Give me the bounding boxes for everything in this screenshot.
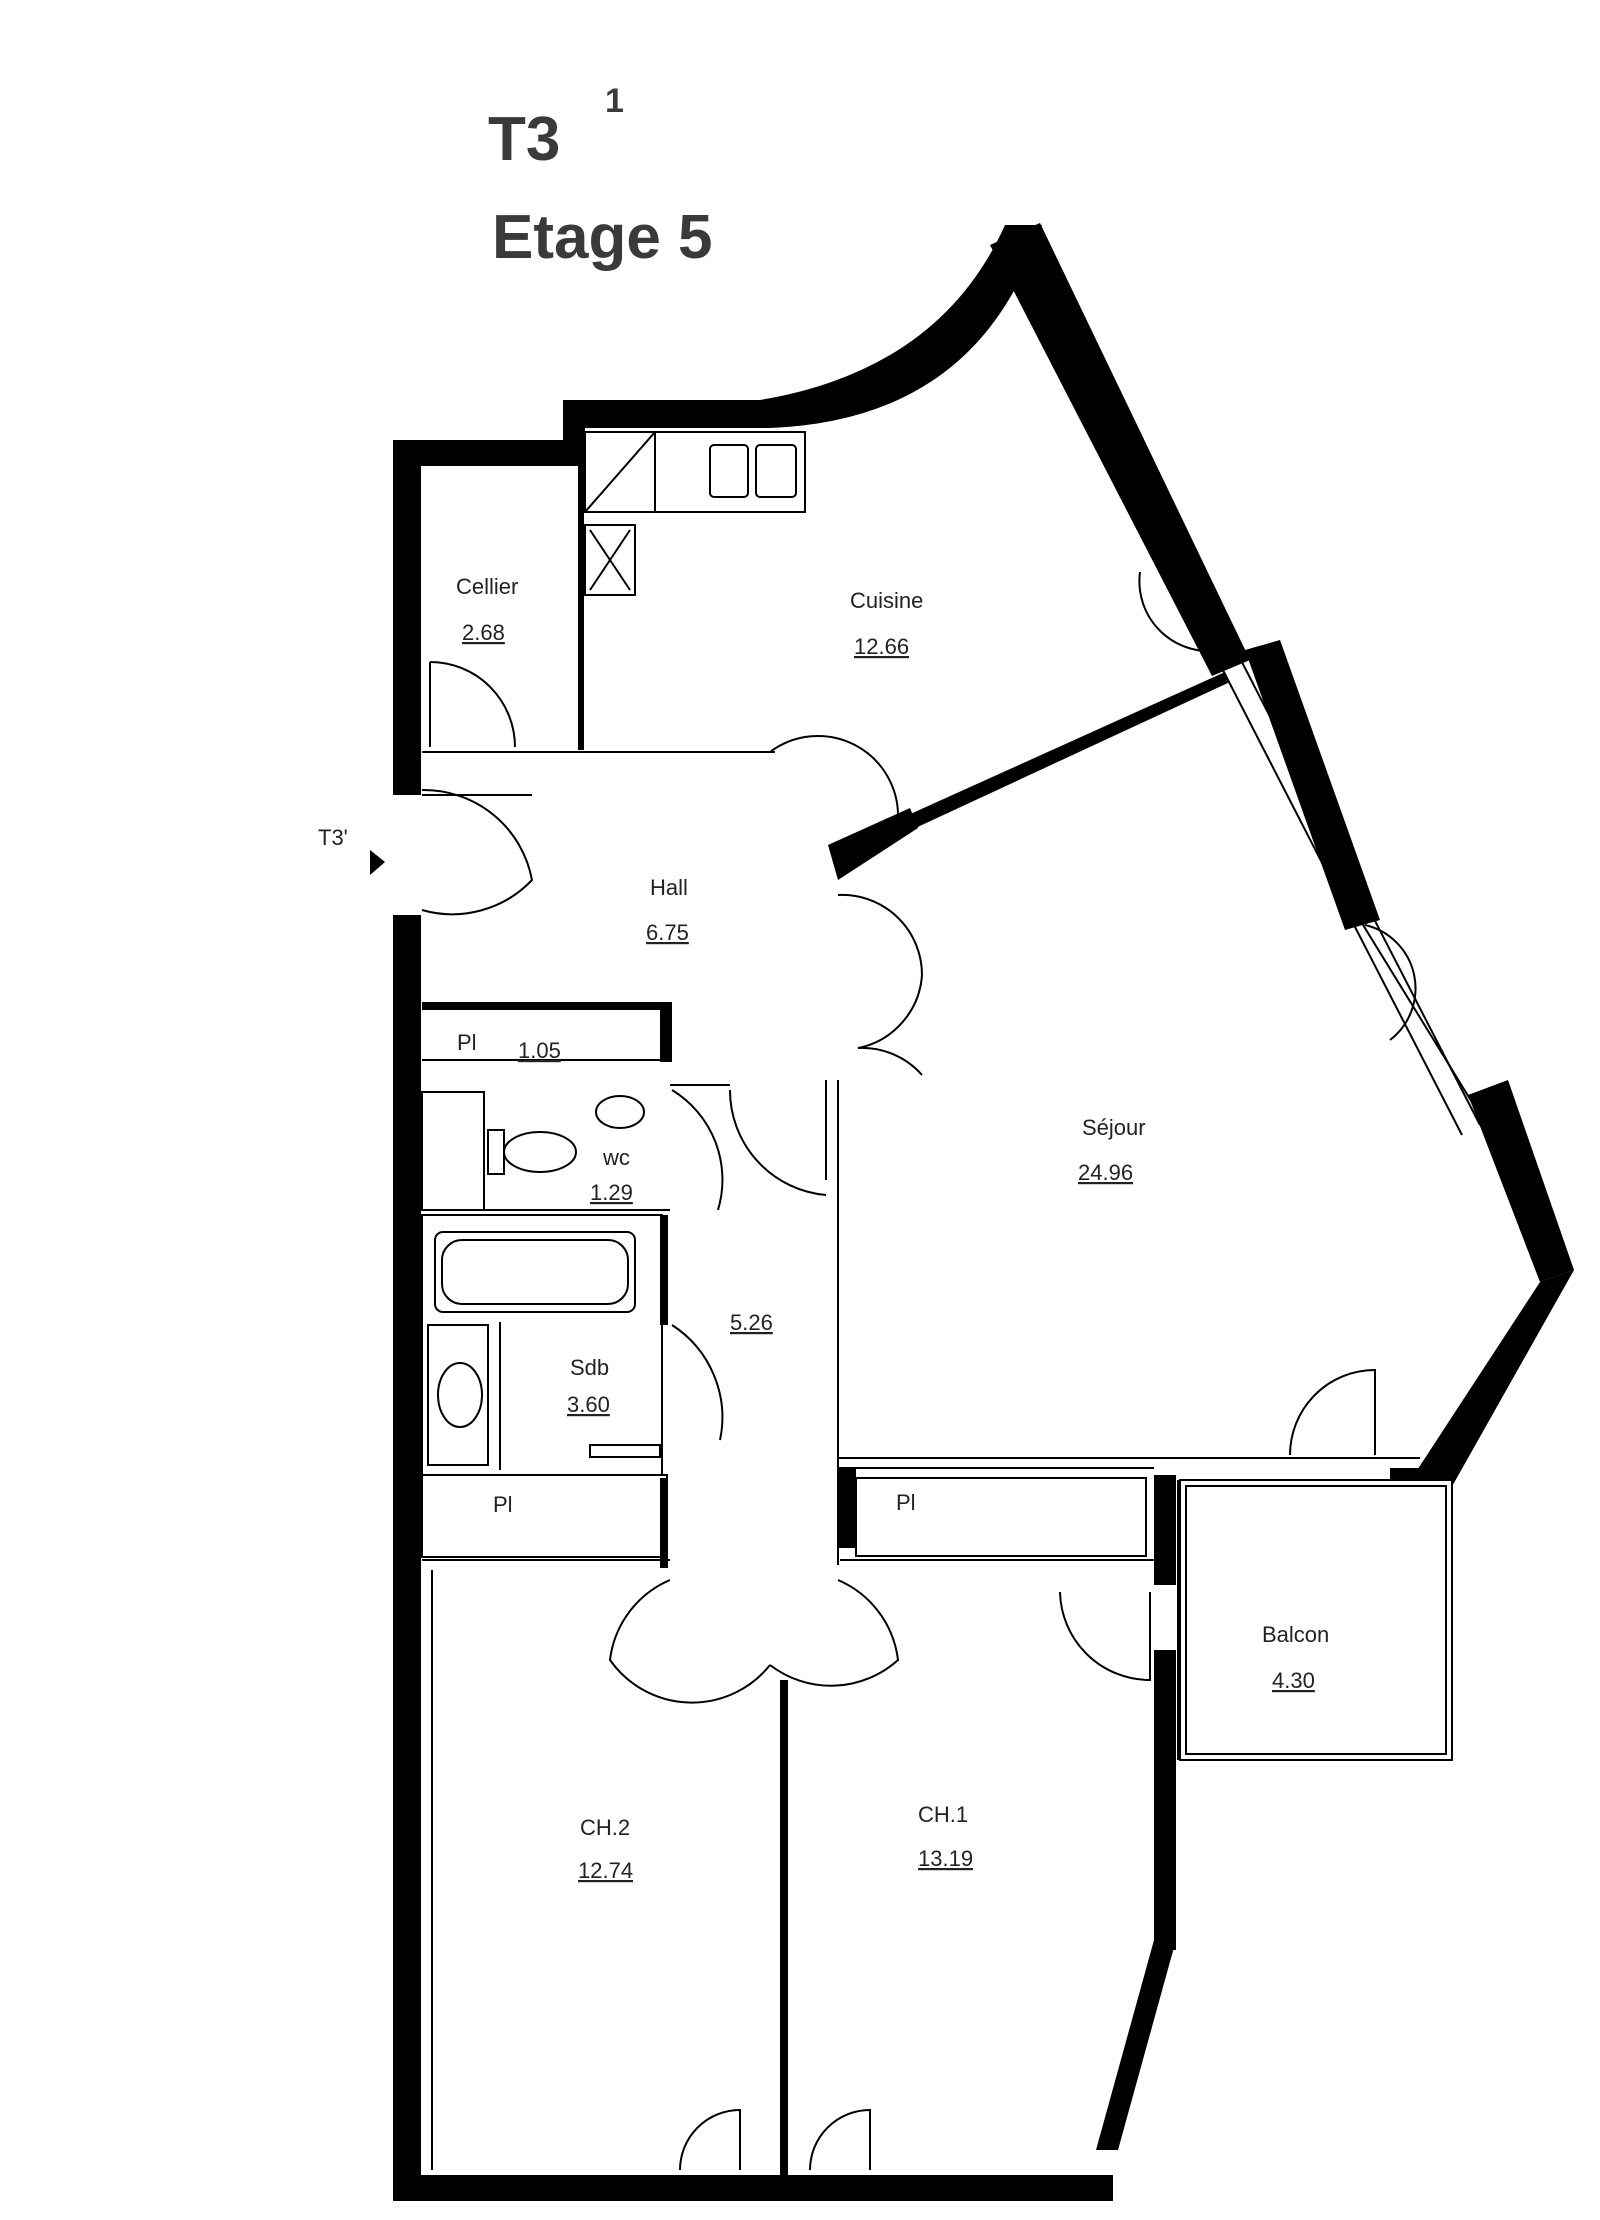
room-labels: Cellier 2.68 Cuisine 12.66 Hall 6.75 Pl …: [456, 574, 1329, 1883]
room-name-placard2: Pl: [493, 1492, 513, 1517]
room-name-hall: Hall: [650, 875, 688, 900]
unit-title: T3: [488, 105, 560, 174]
room-name-placard3: Pl: [896, 1490, 916, 1515]
entrance-label: T3': [318, 825, 348, 850]
room-name-ch1: CH.1: [918, 1802, 968, 1827]
room-area-placard1: 1.05: [518, 1038, 561, 1063]
room-area-balcon: 4.30: [1272, 1668, 1315, 1693]
balcony-outline: [1179, 1479, 1453, 1761]
wc-washbasin: [595, 1095, 645, 1129]
room-name-sejour: Séjour: [1082, 1115, 1146, 1140]
room-area-degagement: 5.26: [730, 1310, 773, 1335]
floor-title: Etage 5: [492, 203, 713, 272]
room-name-wc: wc: [602, 1145, 630, 1170]
room-area-ch2: 12.74: [578, 1858, 633, 1883]
radiator: [589, 1444, 661, 1458]
unit-superscript: 1: [605, 82, 624, 120]
toilet-tank: [487, 1129, 505, 1175]
room-name-balcon: Balcon: [1262, 1622, 1329, 1647]
room-name-placard1: Pl: [457, 1030, 477, 1055]
room-area-hall: 6.75: [646, 920, 689, 945]
fixtures: [427, 431, 806, 1466]
room-area-cuisine: 12.66: [854, 634, 909, 659]
entrance-arrow-icon: [370, 850, 385, 875]
room-area-sejour: 24.96: [1078, 1160, 1133, 1185]
room-name-cellier: Cellier: [456, 574, 518, 599]
placard-sejour-outline: [855, 1477, 1147, 1557]
room-area-cellier: 2.68: [462, 620, 505, 645]
room-name-cuisine: Cuisine: [850, 588, 923, 613]
doors: [421, 571, 1417, 2171]
window-lines: [1011, 249, 1481, 1761]
bathtub: [434, 1231, 636, 1313]
interior-walls: [421, 450, 1420, 2175]
room-area-sdb: 3.60: [567, 1392, 610, 1417]
room-name-sdb: Sdb: [570, 1355, 609, 1380]
exterior-walls: [393, 223, 1574, 2201]
toilet-bowl: [503, 1131, 577, 1173]
room-name-ch2: CH.2: [580, 1815, 630, 1840]
room-area-wc: 1.29: [590, 1180, 633, 1205]
room-area-ch1: 13.19: [918, 1846, 973, 1871]
